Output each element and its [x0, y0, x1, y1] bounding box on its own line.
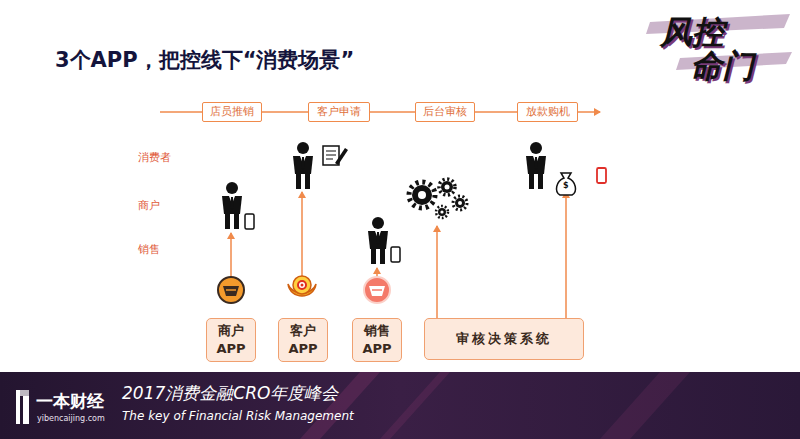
customer-app-icon — [288, 276, 316, 296]
slide-title: 3个APP，把控线下“消费场景” — [55, 48, 354, 72]
timeline-connector — [370, 111, 415, 113]
box-text: 放款购机 — [526, 105, 570, 118]
event-subtitle: The key of Financial Risk Management — [122, 410, 354, 424]
box-text: 后台审核 — [423, 105, 467, 118]
stage-box: 放款购机 — [517, 102, 578, 122]
stage-box: 店员推销 — [202, 102, 262, 122]
timeline-connector — [262, 111, 308, 113]
box-text: 审核决策系统 — [456, 330, 552, 348]
row-label: 商户 — [138, 200, 160, 213]
person-figures — [222, 142, 546, 264]
box-text: 商户 APP — [212, 322, 250, 357]
brand-url: yibencaijing.com — [37, 414, 105, 423]
row-label: 消费者 — [138, 152, 171, 165]
box-text: 销售 APP — [358, 322, 396, 357]
merchant-app-icon — [218, 277, 244, 303]
form-icon — [323, 146, 348, 165]
stage-box: 客户申请 — [308, 102, 370, 122]
gears — [409, 179, 467, 218]
footer-band — [0, 372, 800, 439]
box-text: 店员推销 — [210, 105, 254, 118]
app-box: 客户 APP — [278, 318, 328, 362]
event-name: 2017消费金融CRO年度峰会 — [122, 384, 338, 404]
timeline-connector — [475, 111, 517, 113]
currency-sign: $ — [563, 181, 569, 190]
stage-box: 后台审核 — [415, 102, 475, 122]
logo-text: 命门 — [690, 48, 754, 85]
phone-icons — [245, 168, 606, 262]
brand-name: 一本财经 — [36, 392, 104, 412]
box-text: 客户 APP — [284, 322, 322, 357]
row-label: 销售 — [138, 244, 160, 257]
box-text: 客户申请 — [317, 105, 361, 118]
sales-app-icon — [364, 277, 390, 303]
app-box: 商户 APP — [206, 318, 256, 362]
app-box: 销售 APP — [352, 318, 402, 362]
logo-text: 风控 — [660, 14, 724, 51]
up-arrows — [231, 192, 566, 318]
system-box: 审核决策系统 — [424, 318, 584, 360]
money-bag-icon — [557, 173, 576, 195]
